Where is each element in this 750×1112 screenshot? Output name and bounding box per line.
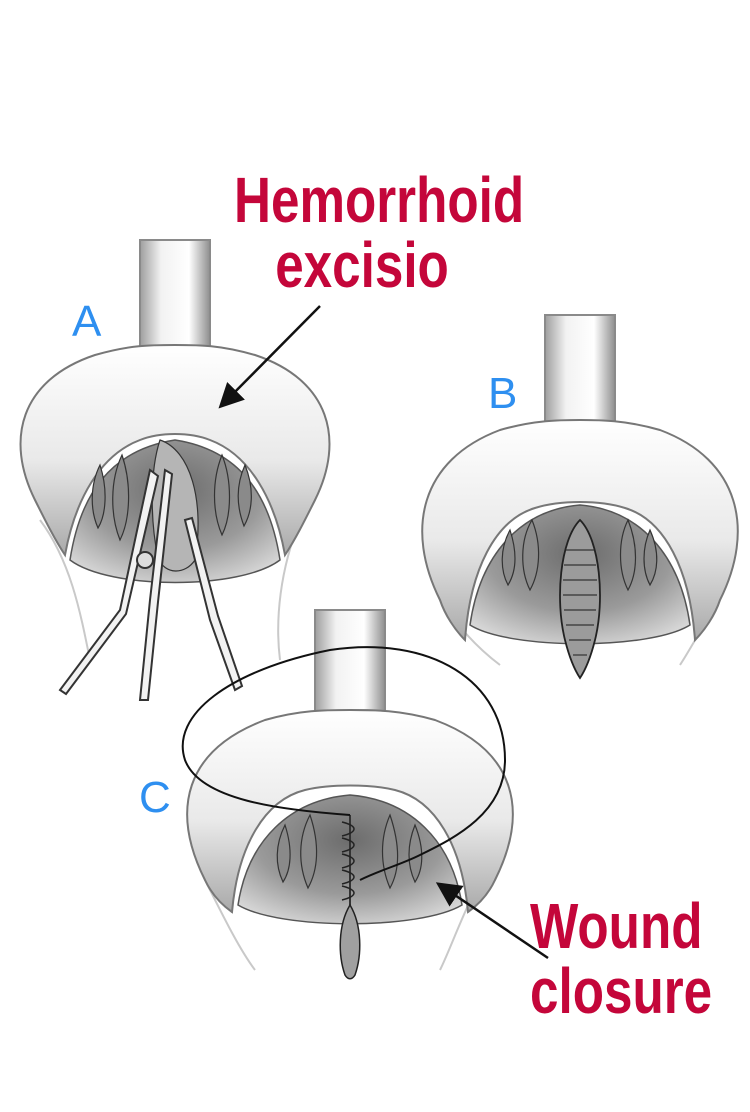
closure-callout: Wound closure	[530, 890, 713, 1028]
excision-callout: Hemorrhoid excisio	[234, 164, 525, 302]
panel-c-figure	[181, 609, 514, 980]
panel-a-figure	[19, 239, 331, 701]
closure-callout-line2: closure	[530, 955, 713, 1028]
excision-callout-line1: Hemorrhoid	[234, 164, 525, 236]
panel-b-figure	[421, 314, 739, 680]
closure-arrow	[435, 882, 549, 960]
panel-c-label: C	[139, 773, 171, 822]
closure-callout-line1: Wound	[530, 890, 703, 962]
excision-arrow	[218, 305, 321, 409]
panel-b-label: B	[488, 369, 518, 418]
panel-a-label: A	[72, 297, 102, 346]
excision-callout-line2: excisio	[275, 229, 449, 302]
